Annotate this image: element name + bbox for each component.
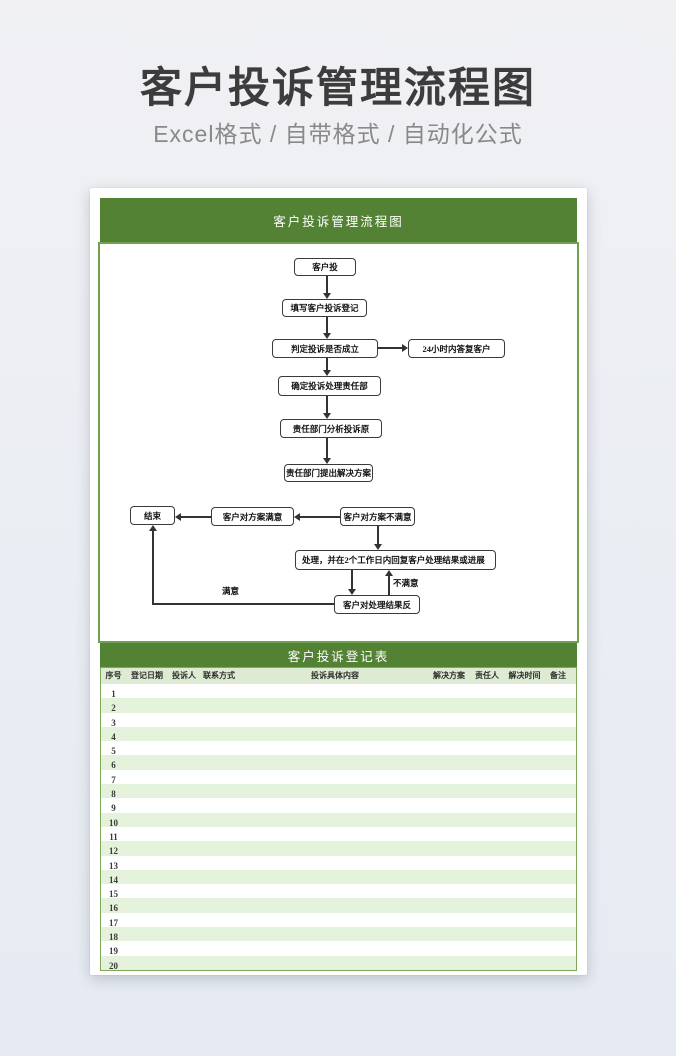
table-row: 8: [101, 784, 576, 800]
flow-connector: [326, 396, 328, 414]
row-number: 3: [111, 717, 116, 728]
flowchart-canvas: 客户投 填写客户投诉登记 判定投诉是否成立 24小时内答复客户 确定投诉处理责任…: [98, 242, 579, 643]
column-header: 登记日期: [131, 671, 163, 680]
arrowhead-down-icon: [323, 293, 331, 299]
column-header: 责任人: [475, 671, 499, 680]
table-header-row: 序号登记日期投诉人联系方式 投诉具体内容 解决方案 责任人解决时间备注: [101, 668, 576, 684]
row-number: 13: [109, 860, 118, 871]
column-header: 解决时间: [508, 671, 541, 680]
row-number: 20: [109, 960, 118, 971]
flowchart-title-bar: 客户投诉管理流程图: [100, 198, 577, 242]
row-number: 10: [109, 817, 118, 828]
table-row: 1: [101, 684, 576, 699]
flow-node-process-reply: 处理，并在2个工作日内回复客户处理结果或进展: [295, 550, 496, 570]
row-number: 5: [111, 746, 116, 757]
table-row: 2: [101, 698, 576, 714]
flow-connector: [326, 438, 328, 459]
flow-node-end: 结束: [130, 506, 175, 525]
row-number: 11: [109, 831, 118, 842]
row-number: 4: [111, 731, 116, 742]
flow-connector: [299, 516, 340, 518]
page-subtitle: Excel格式 / 自带格式 / 自动化公式: [153, 121, 523, 147]
table-row: 17: [101, 912, 576, 928]
page-header: 客户投诉管理流程图 Excel格式 / 自带格式 / 自动化公式: [0, 0, 676, 148]
table-row: 7: [101, 769, 576, 785]
arrowhead-down-icon: [323, 413, 331, 419]
table-row: 18: [101, 927, 576, 943]
row-number: 1: [111, 689, 116, 699]
flow-connector: [326, 276, 328, 294]
arrowhead-up-icon: [385, 570, 393, 576]
flow-node-result-feedback: 客户对处理结果反: [334, 595, 420, 614]
flow-node-plan-unsatisfied: 客户对方案不满意: [340, 507, 415, 526]
column-header: 解决方案: [433, 671, 465, 680]
column-header: 联系方式: [203, 671, 235, 680]
arrowhead-down-icon: [323, 458, 331, 464]
row-number: 8: [111, 789, 116, 800]
row-number: 9: [111, 803, 116, 814]
arrowhead-left-icon: [294, 513, 300, 521]
column-header: 序号: [105, 671, 122, 680]
column-header: 投诉具体内容: [311, 671, 359, 680]
row-number: 19: [109, 946, 118, 957]
table-title-bar: 客户投诉登记表: [100, 643, 577, 667]
flow-connector: [388, 576, 390, 595]
table-row: 14: [101, 869, 576, 885]
flow-node-register: 填写客户投诉登记: [282, 299, 367, 317]
table-row: 4: [101, 726, 576, 742]
table-row: 13: [101, 855, 576, 871]
column-header: 备注: [550, 671, 566, 680]
table-row: 20: [101, 955, 576, 971]
excel-sheet-preview: 客户投诉管理流程图 客户投 填写客户投诉登记 判定投诉是否成立 24小时内答复客…: [90, 188, 587, 975]
flow-node-plan-satisfied: 客户对方案满意: [211, 507, 294, 526]
page-title: 客户投诉管理流程图: [139, 64, 536, 111]
table-row: 10: [101, 812, 576, 828]
table-row: 15: [101, 884, 576, 900]
column-header: 投诉人: [172, 671, 196, 680]
flow-connector: [326, 317, 328, 334]
arrowhead-down-icon: [323, 333, 331, 339]
arrowhead-down-icon: [323, 370, 331, 376]
table-row: 9: [101, 798, 576, 814]
edge-label-unsatisfied: 不满意: [393, 578, 419, 588]
flow-connector: [180, 516, 211, 518]
row-number: 15: [109, 889, 118, 900]
arrowhead-up-icon: [149, 525, 157, 531]
flow-node-judge: 判定投诉是否成立: [272, 339, 378, 358]
row-number: 2: [111, 703, 116, 714]
flow-node-analyze-cause: 责任部门分析投诉原: [280, 419, 382, 438]
flow-node-reply-24h: 24小时内答复客户: [408, 339, 505, 358]
row-number: 12: [109, 846, 118, 857]
table-row: 16: [101, 898, 576, 914]
flow-connector: [378, 347, 403, 349]
row-number: 18: [109, 932, 118, 943]
arrowhead-left-icon: [175, 513, 181, 521]
arrowhead-down-icon: [374, 544, 382, 550]
flow-connector: [152, 603, 334, 605]
row-number: 6: [111, 760, 116, 771]
table-row: 12: [101, 841, 576, 857]
row-number: 16: [109, 903, 118, 914]
flow-connector: [326, 358, 328, 371]
flow-node-start: 客户投: [294, 258, 356, 276]
table-row: 19: [101, 941, 576, 957]
row-number: 14: [109, 874, 118, 885]
row-number: 7: [111, 774, 116, 785]
flow-connector: [377, 526, 379, 545]
flow-connector: [351, 570, 353, 590]
table-row: 6: [101, 755, 576, 771]
flow-connector: [152, 531, 154, 605]
arrowhead-right-icon: [402, 344, 408, 352]
table-row: 5: [101, 741, 576, 757]
row-number: 17: [109, 917, 118, 928]
table-row: 11: [101, 826, 576, 842]
table-row: 3: [101, 712, 576, 728]
flow-node-assign-dept: 确定投诉处理责任部: [278, 376, 381, 396]
flow-node-propose-solution: 责任部门提出解决方案: [284, 464, 373, 482]
edge-label-satisfied: 满意: [222, 586, 240, 596]
arrowhead-down-icon: [348, 589, 356, 595]
